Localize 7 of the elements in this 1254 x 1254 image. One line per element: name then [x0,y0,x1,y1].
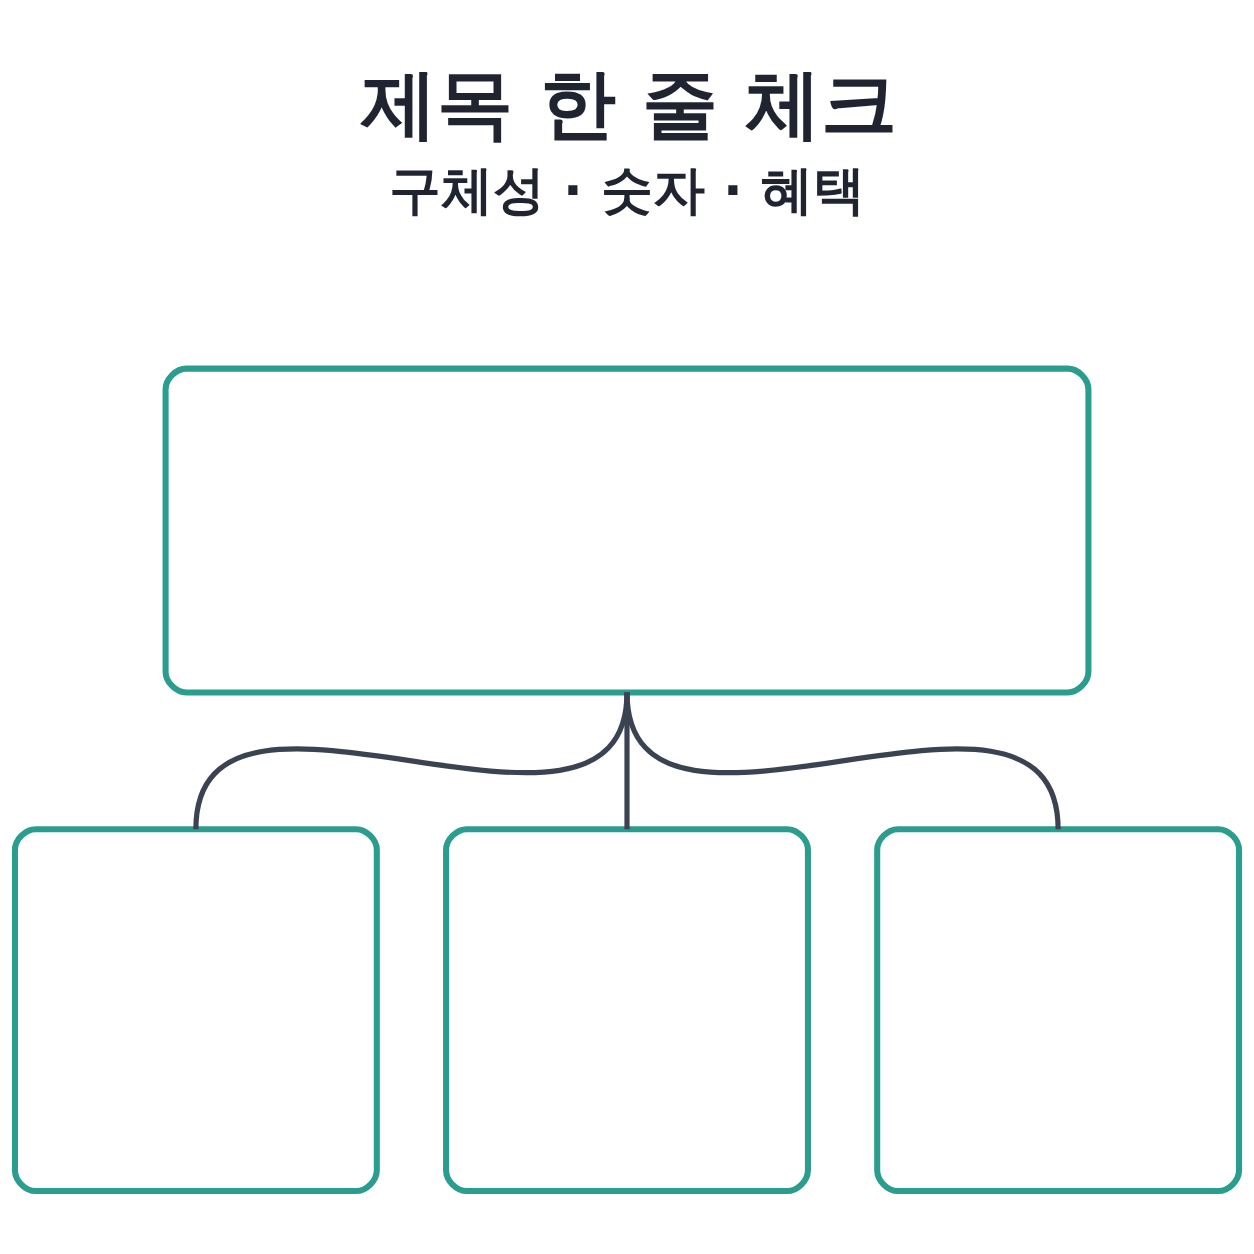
connector [624,691,1061,830]
node-box [874,825,1243,1194]
diagram-title: 제목 한 줄 체크 [361,58,897,148]
node-box [162,365,1092,695]
node-box [11,825,380,1194]
label: 구체성 · 숫자 · 혜택 [388,159,865,220]
node-box [443,825,811,1194]
